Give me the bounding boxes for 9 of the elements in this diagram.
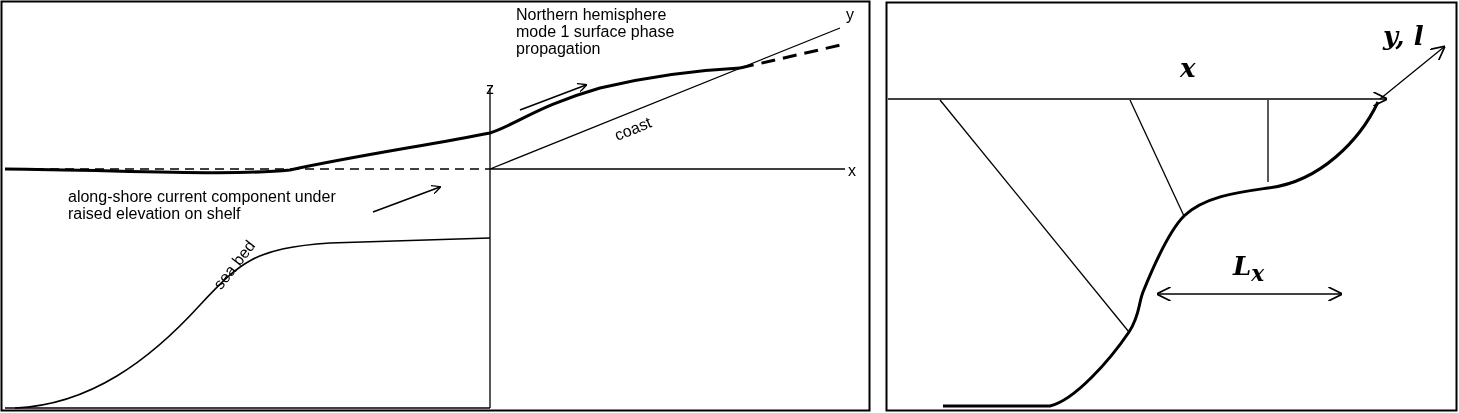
axis-label: x <box>1180 54 1196 82</box>
axis-label: x <box>848 162 856 179</box>
coast-label: coast <box>612 113 654 144</box>
axis-label: y <box>846 6 854 23</box>
length-scale-label: L$_{x}$ <box>1233 252 1265 289</box>
annotation: along-shore current component under raised elevation on shelf <box>68 188 337 222</box>
annotation: Northern hemisphere mode 1 surface phase propagation <box>516 6 676 57</box>
axis-label: y, l <box>1383 22 1424 50</box>
axis-label: z <box>486 80 494 97</box>
